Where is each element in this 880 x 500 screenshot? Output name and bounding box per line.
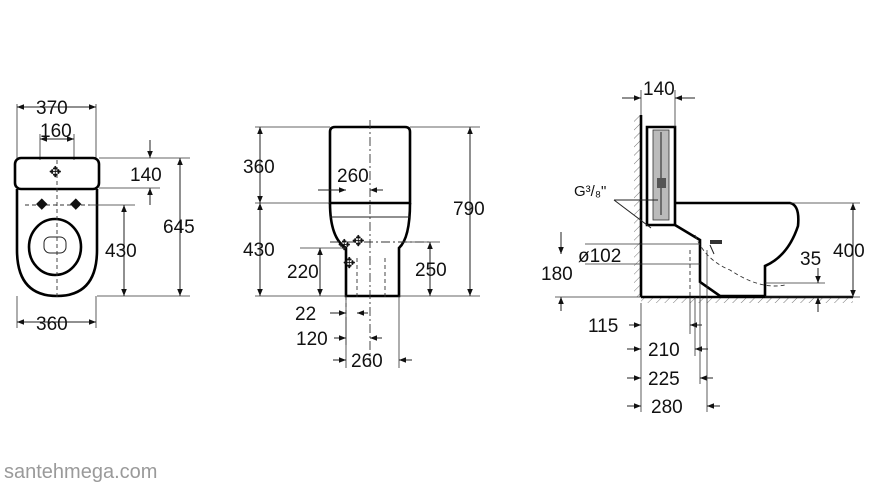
bowl-front xyxy=(328,202,412,298)
svg-text:✥: ✥ xyxy=(338,237,351,254)
dim-115: 115 xyxy=(588,316,618,337)
dim-250: 250 xyxy=(415,260,447,281)
dim-140: 140 xyxy=(130,165,162,186)
svg-text:◆: ◆ xyxy=(36,195,48,212)
dim-430-front: 430 xyxy=(243,240,275,261)
dim-210: 210 xyxy=(648,340,680,361)
bowl-outlet xyxy=(43,236,67,254)
dim-260-base: 260 xyxy=(351,351,383,372)
dim-22: 22 xyxy=(295,304,316,325)
dim-180: 180 xyxy=(541,264,573,285)
watermark: santehmega.com xyxy=(4,461,157,483)
dim-280: 280 xyxy=(651,397,683,418)
top-view: 370 160 ◆ ◆ ✥ 140 430 645 360 xyxy=(13,98,195,335)
svg-text:✥: ✥ xyxy=(49,164,62,181)
label-g38: G³/₈" xyxy=(574,183,606,200)
dim-370: 370 xyxy=(36,98,68,119)
front-view: ✥ ✥ ✥ 360 260 430 220 250 790 22 xyxy=(243,120,485,372)
tank-front xyxy=(328,125,412,205)
side-view: G³/₈" 140 ø102 180 400 35 115 xyxy=(541,79,865,418)
dim-360-bottom: 360 xyxy=(36,314,68,335)
svg-text:✥: ✥ xyxy=(352,233,365,250)
dim-225: 225 xyxy=(648,369,680,390)
dim-430-top: 430 xyxy=(105,241,137,262)
dim-160: 160 xyxy=(40,121,72,142)
svg-text:◆: ◆ xyxy=(70,195,82,212)
dim-d102: ø102 xyxy=(578,246,621,267)
dim-140-side: 140 xyxy=(643,79,675,100)
bowl-side xyxy=(674,201,800,298)
dim-400: 400 xyxy=(833,241,865,262)
dim-645: 645 xyxy=(163,217,195,238)
dim-35: 35 xyxy=(800,249,821,270)
dim-120: 120 xyxy=(296,329,328,350)
dim-220: 220 xyxy=(287,262,319,283)
dim-260-tank: 260 xyxy=(337,166,369,187)
svg-text:✥: ✥ xyxy=(343,255,356,272)
dim-790: 790 xyxy=(453,199,485,220)
bowl-opening xyxy=(27,217,83,277)
dim-360-front: 360 xyxy=(243,157,275,178)
